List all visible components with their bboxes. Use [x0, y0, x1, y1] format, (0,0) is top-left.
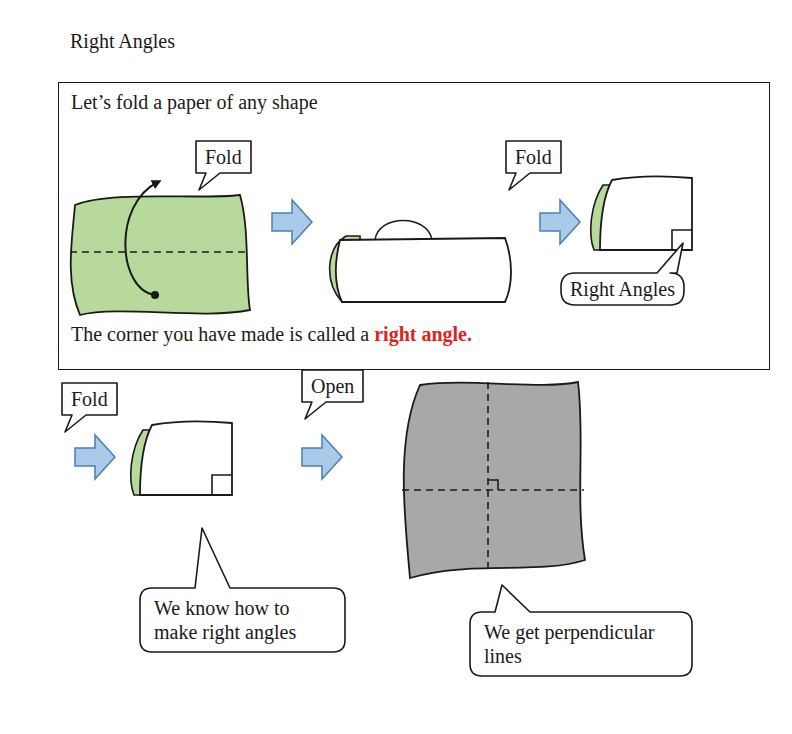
- callout-text: Fold: [71, 387, 108, 411]
- callout-shape: [561, 243, 684, 305]
- callout-shape: [470, 585, 692, 676]
- step-arrow: [302, 435, 342, 479]
- callout-shape: [302, 370, 363, 419]
- quarter-paper: [591, 176, 692, 250]
- fold-line: [402, 489, 584, 491]
- right-angle-mark: [488, 480, 498, 490]
- speech-callout: Fold: [196, 141, 251, 173]
- callout-text: Right Angles: [570, 277, 675, 301]
- callout-shape: [196, 141, 251, 190]
- callout-text: Open: [311, 374, 354, 398]
- frame-heading: Let’s fold a paper of any shape: [71, 91, 318, 114]
- quarter-paper: [131, 421, 232, 495]
- speech-callout: Fold: [506, 141, 561, 173]
- page-title: Right Angles: [70, 30, 175, 53]
- speech-callout: Open: [302, 370, 363, 402]
- key-term: right angle.: [374, 323, 472, 345]
- step-arrow: [75, 435, 115, 479]
- speech-callout: We get perpendicular lines: [470, 612, 692, 676]
- callout-text: Fold: [515, 145, 552, 169]
- callout-text: We know how to make right angles: [154, 596, 331, 644]
- folded-paper: [375, 221, 432, 241]
- callout-shape: [140, 528, 345, 652]
- fold-dot: [151, 291, 159, 299]
- step-arrow: [540, 200, 580, 244]
- fold-line: [487, 382, 489, 570]
- opened-paper: [404, 382, 585, 578]
- callout-shape: [62, 383, 117, 432]
- step-arrow: [272, 200, 312, 244]
- callout-shape: [506, 141, 561, 190]
- fold-line: [70, 251, 248, 253]
- definition-line: The corner you have made is called arigh…: [71, 323, 472, 346]
- frame-box: Let’s fold a paper of any shapeThe corne…: [58, 82, 770, 370]
- speech-callout: Right Angles: [561, 273, 684, 305]
- callout-text: We get perpendicular lines: [484, 620, 678, 668]
- folded-paper: [336, 238, 511, 302]
- speech-callout: We know how to make right angles: [140, 588, 345, 652]
- callout-text: Fold: [205, 145, 242, 169]
- speech-callout: Fold: [62, 383, 117, 415]
- definition-text: The corner you have made is called a: [71, 323, 369, 345]
- fold-arrow: [125, 182, 158, 295]
- paper-blob: [71, 195, 250, 315]
